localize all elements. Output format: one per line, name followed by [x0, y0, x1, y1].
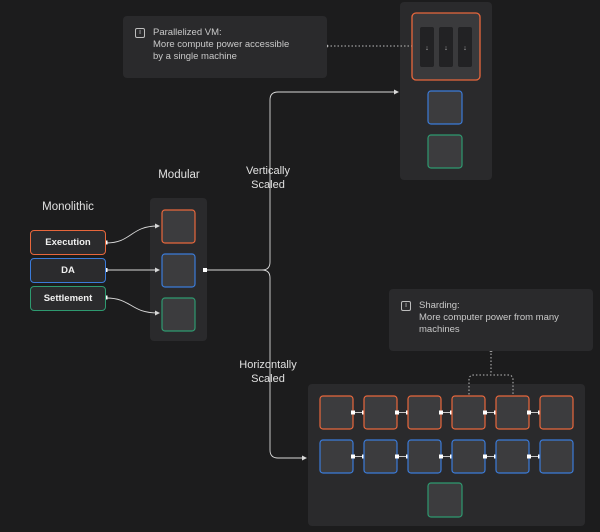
vertical-settlement-block [427, 134, 463, 169]
modular-da-block [161, 253, 196, 288]
shard-link-dot [527, 454, 531, 459]
monolithic-title: Monolithic [42, 201, 94, 213]
svg-text:↓: ↓ [444, 45, 448, 52]
vertically-scaled-label: Vertically Scaled [226, 164, 310, 192]
shard-da-block [407, 439, 442, 474]
parallel-vm-line2: by a single machine [153, 51, 237, 62]
shard-link-dot [351, 454, 355, 459]
shard-link-dot [483, 454, 487, 459]
vertically-scaled-line2: Scaled [251, 179, 285, 191]
shard-link-dot [527, 410, 531, 415]
layer-da: DA [30, 258, 106, 283]
shard-link-dot [395, 410, 399, 415]
sharding-line2: machines [419, 324, 460, 335]
shard-da-block [539, 439, 574, 474]
vertical-da-block [427, 90, 463, 125]
horizontally-scaled-line2: Scaled [251, 373, 285, 385]
shard-execution-block [539, 395, 574, 430]
parallel-vm-callout: i Parallelized VM: More compute power ac… [123, 16, 327, 78]
arrowheads [155, 89, 399, 461]
shard-da-block [363, 439, 398, 474]
parallel-vm-title: Parallelized VM: [153, 27, 222, 38]
layer-connectors [105, 91, 396, 459]
shard-link-dot [483, 410, 487, 415]
modular-title: Modular [158, 169, 200, 181]
layer-settlement: Settlement [30, 286, 106, 311]
horizontally-scaled-line1: Horizontally [239, 359, 297, 371]
shard-execution-block [319, 395, 354, 430]
dotted-connectors [327, 45, 514, 398]
modular-settlement-block [161, 297, 196, 332]
sharding-callout: i Sharding: More computer power from man… [389, 289, 593, 351]
svg-text:↓: ↓ [463, 45, 467, 52]
shard-da-block [319, 439, 354, 474]
shard-execution-block [495, 395, 530, 430]
info-icon: i [135, 28, 145, 38]
parallel-vm-line1: More compute power accessible [153, 39, 290, 50]
shard-da-block [495, 439, 530, 474]
shard-grid [319, 395, 574, 474]
info-icon: i [401, 301, 411, 311]
shard-execution-block [407, 395, 442, 430]
parallel-vm-text: Parallelized VM: More compute power acce… [153, 27, 289, 63]
shard-execution-block [363, 395, 398, 430]
shard-link-dot [439, 454, 443, 459]
layer-execution: Execution [30, 230, 106, 255]
modular-execution-block [161, 209, 196, 244]
sharding-title: Sharding: [419, 300, 460, 311]
shard-link-dot [439, 410, 443, 415]
shard-link-dot [351, 410, 355, 415]
shard-link-dot [395, 454, 399, 459]
horizontal-settlement-block [427, 482, 463, 518]
parallel-threads: ↓ ↓ ↓ [420, 27, 472, 67]
svg-text:↓: ↓ [425, 45, 429, 52]
shard-execution-block [451, 395, 486, 430]
shard-da-block [451, 439, 486, 474]
sharding-text: Sharding: More computer power from many … [419, 300, 559, 336]
horizontally-scaled-label: Horizontally Scaled [220, 358, 316, 386]
vertically-scaled-line1: Vertically [245, 165, 291, 177]
sharding-line1: More computer power from many [419, 312, 559, 323]
